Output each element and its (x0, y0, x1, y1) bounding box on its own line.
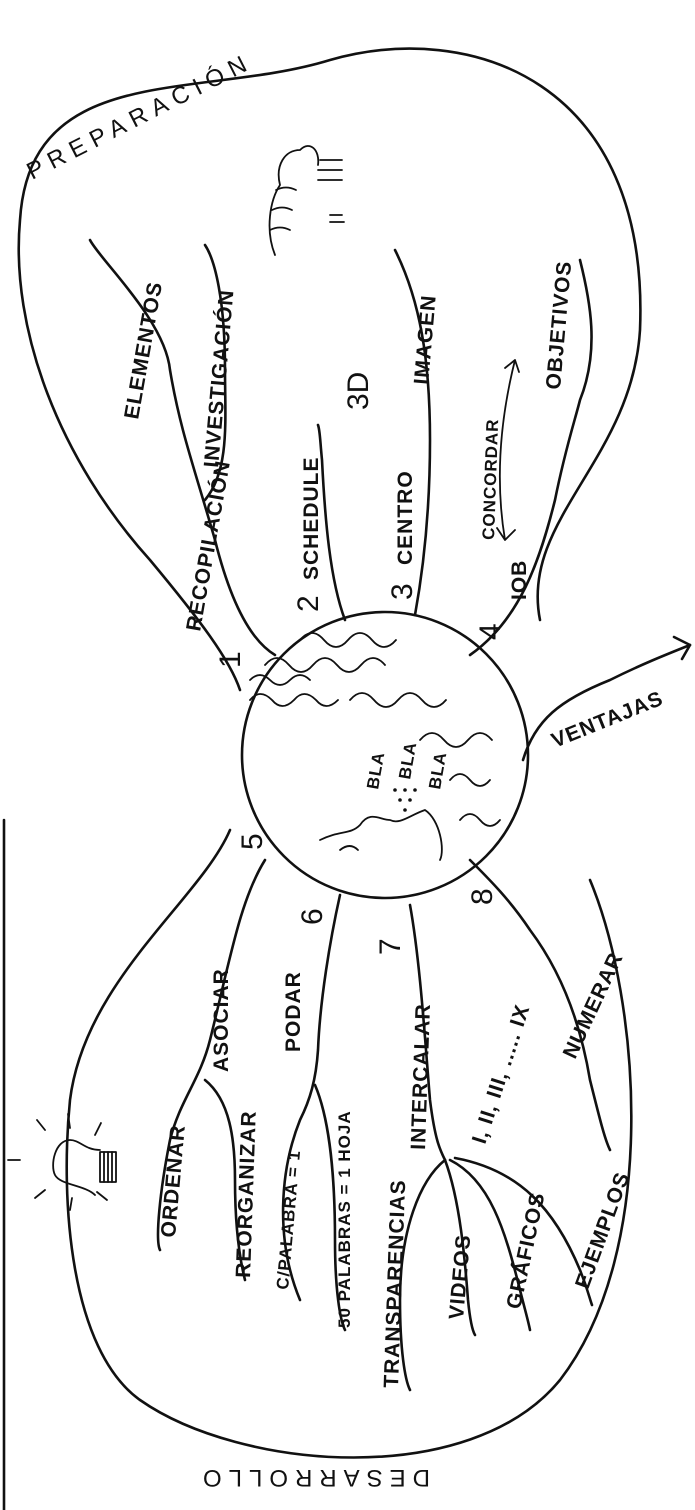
region-title-top: PREPARACIÓN (22, 48, 257, 186)
branch-6-sub-50palabras: 50 PALABRAS = 1 HOJA (335, 1110, 354, 1328)
branch-5-sub-reorganizar: REORGANIZAR (232, 1110, 261, 1278)
dots (393, 788, 417, 812)
branch-8-label: NUMERAR (559, 949, 628, 1062)
branch-3-label: CENTRO (394, 470, 417, 565)
branch-1-line (90, 240, 275, 655)
branch-1-label: RECOPILACIÓN (181, 458, 235, 633)
branch-6-number: 6 (296, 908, 329, 925)
branch-7-number: 7 (374, 938, 407, 955)
face-profile-icon (320, 810, 442, 860)
region-title-bottom: DESARROLLO (196, 1464, 430, 1491)
branch-3-sub-imagen: IMAGEN (410, 294, 441, 386)
branch-3-sub-3d: 3D (342, 372, 375, 410)
brain-curls-icon (250, 633, 500, 826)
branch-8-number: 8 (466, 888, 499, 905)
ventajas-line (523, 645, 690, 760)
outer-boundary (19, 49, 641, 1458)
branch-1-sub-elementos: ELEMENTOS (120, 280, 167, 421)
branch-2-label: SCHEDULE (300, 456, 323, 580)
branch-4-sub-concordar: CONCORDAR (479, 418, 502, 540)
branch-7-sub-transparencias-label: TRANSPARENCIAS (380, 1179, 410, 1388)
branch-1-number: 1 (214, 651, 247, 668)
branch-4-number: 4 (474, 623, 507, 640)
ventajas-label: VENTAJAS (548, 687, 666, 753)
branch-6-label: PODAR (282, 971, 305, 1052)
bla-text-3: BLA (425, 750, 450, 791)
branch-7-sub-ejemplos-label: EJEMPLOS (571, 1169, 634, 1292)
branch-7-label: INTERCALAR (407, 1003, 435, 1150)
bla-text-2: BLA (395, 740, 420, 781)
branch-6-sub-cpalabra: C/PALABRA = 1 (273, 1149, 304, 1290)
branch-4-sub-objetivos: OBJETIVOS (542, 260, 576, 391)
branch-2-number: 2 (292, 595, 325, 612)
branch-5-sub-ordenar: ORDENAR (157, 1124, 190, 1239)
branch-7-sub-videos-label: VIDEOS (445, 1233, 475, 1320)
bla-text-1: BLA (363, 750, 388, 791)
lightbulb-icon (8, 1114, 116, 1210)
cloud-sketch-icon (270, 146, 344, 255)
branch-8-sub-roman: I, II, III, ..... IX (468, 1002, 535, 1147)
branch-5-number: 5 (236, 833, 269, 850)
branch-4-label: IOB (508, 560, 531, 600)
branch-5-label: ASOCIAR (210, 968, 233, 1072)
branch-3-number: 3 (386, 583, 419, 600)
branch-1-sub-investigacion: INVESTIGACIÓN (199, 288, 238, 468)
